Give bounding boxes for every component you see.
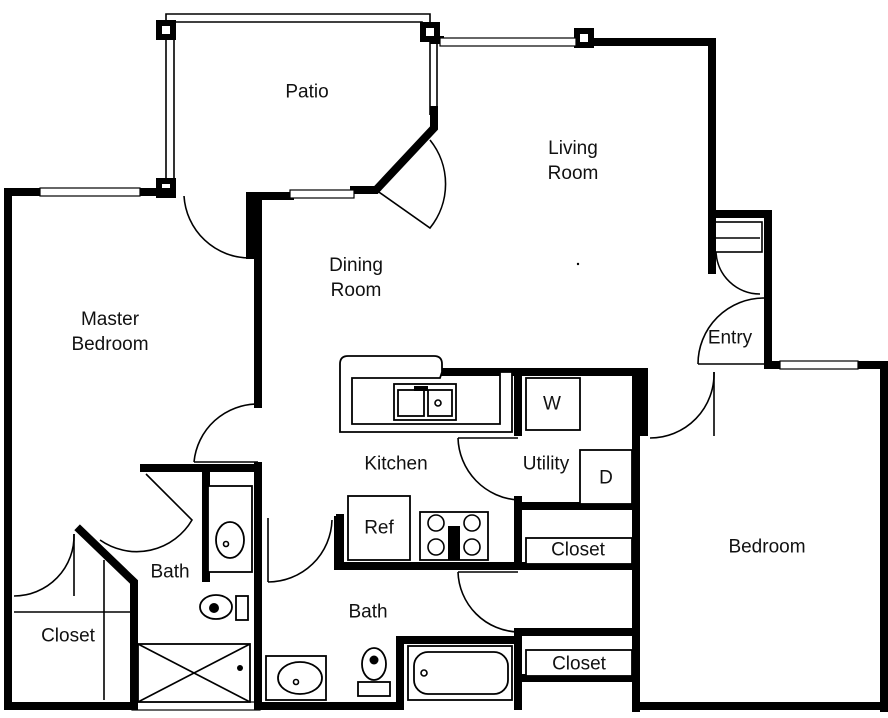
room-label-living-room: Living Room <box>547 138 599 184</box>
room-label-master-bedroom: Master Bedroom <box>71 309 149 355</box>
fixture-label-refrigerator: Ref <box>364 517 394 539</box>
main-bath-fixtures <box>265 645 513 701</box>
room-label-main-bath: Bath <box>348 601 388 623</box>
doors <box>13 139 765 633</box>
room-label-entry: Entry <box>707 327 753 349</box>
kitchen-counter <box>339 355 513 433</box>
closet-shelves <box>14 537 633 700</box>
washer-box <box>525 377 581 431</box>
room-label-kitchen: Kitchen <box>364 453 428 475</box>
windows <box>39 37 859 711</box>
range-stove <box>419 511 489 561</box>
dryer-box <box>579 449 633 505</box>
room-label-bedroom-closet-upper: Closet <box>551 539 605 561</box>
room-label-dining-room: Dining Room <box>329 255 383 301</box>
room-label-master-bath: Bath <box>150 561 190 583</box>
room-label-patio: Patio <box>285 81 329 103</box>
room-label-master-closet: Closet <box>41 625 95 647</box>
room-label-bedroom-closet-lower: Closet <box>552 653 606 675</box>
refrigerator-box <box>347 495 411 561</box>
master-bath-fixtures <box>137 485 253 703</box>
fixture-label-washer: W <box>543 393 561 415</box>
room-label-bedroom: Bedroom <box>728 536 806 558</box>
entry-closet <box>711 221 763 253</box>
room-label-utility: Utility <box>522 453 570 475</box>
patio-railing <box>156 13 594 198</box>
fixture-label-dryer: D <box>599 467 613 489</box>
